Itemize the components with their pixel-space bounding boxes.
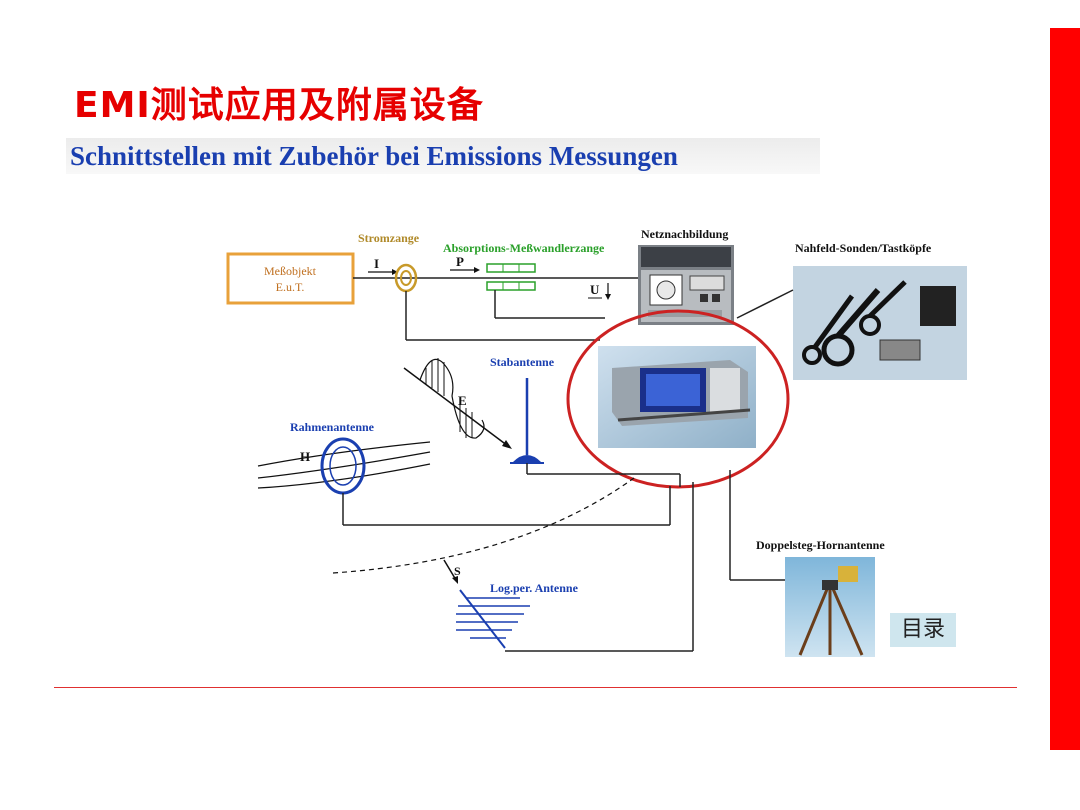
slide-title: EMI测试应用及附属设备: [74, 85, 484, 126]
rod-antenna-label: Stabantenne: [490, 355, 555, 369]
current-symbol: I: [374, 256, 379, 271]
wave-path: [332, 477, 635, 574]
near-field-probes-label: Nahfeld-Sonden/Tastköpfe: [795, 241, 932, 255]
absorption-clamp: Absorptions-Meßwandlerzange: [443, 241, 605, 291]
eut-label-line2: E.u.T.: [276, 280, 305, 294]
emi-receiver: [598, 346, 756, 448]
footer-divider: [54, 687, 1017, 688]
voltage-symbol: U: [590, 282, 600, 297]
absorption-clamp-label: Absorptions-Meßwandlerzange: [443, 241, 605, 255]
lisn-label: Netznachbildung: [641, 227, 728, 241]
loop-antenna-label: Rahmenantenne: [290, 420, 375, 434]
current-clamp: Stromzange: [358, 231, 420, 293]
log-periodic-antenna: Log.per. Antenne: [456, 581, 579, 649]
e-field-wave: E: [403, 358, 512, 449]
current-clamp-label: Stromzange: [358, 231, 420, 245]
s-symbol: S: [454, 564, 461, 578]
side-accent-bar: [1050, 28, 1080, 750]
eut-label-line1: Meßobjekt: [264, 264, 317, 278]
eut-box: Meßobjekt E.u.T.: [226, 252, 355, 305]
slide-subtitle: Schnittstellen mit Zubehör bei Emissions…: [66, 138, 820, 174]
rod-antenna: Stabantenne: [490, 355, 555, 464]
loop-antenna: Rahmenantenne H: [257, 420, 431, 495]
power-symbol: P: [456, 254, 464, 269]
log-periodic-antenna-label: Log.per. Antenne: [490, 581, 579, 595]
near-field-probes: Nahfeld-Sonden/Tastköpfe: [793, 241, 967, 380]
h-field-symbol: H: [300, 449, 310, 464]
toc-button[interactable]: 目录: [890, 613, 956, 647]
e-field-symbol: E: [458, 393, 467, 408]
receiver-highlight: [566, 309, 790, 489]
horn-antenna-label: Doppelsteg-Hornantenne: [756, 538, 885, 552]
horn-antenna: Doppelsteg-Hornantenne: [756, 538, 885, 657]
